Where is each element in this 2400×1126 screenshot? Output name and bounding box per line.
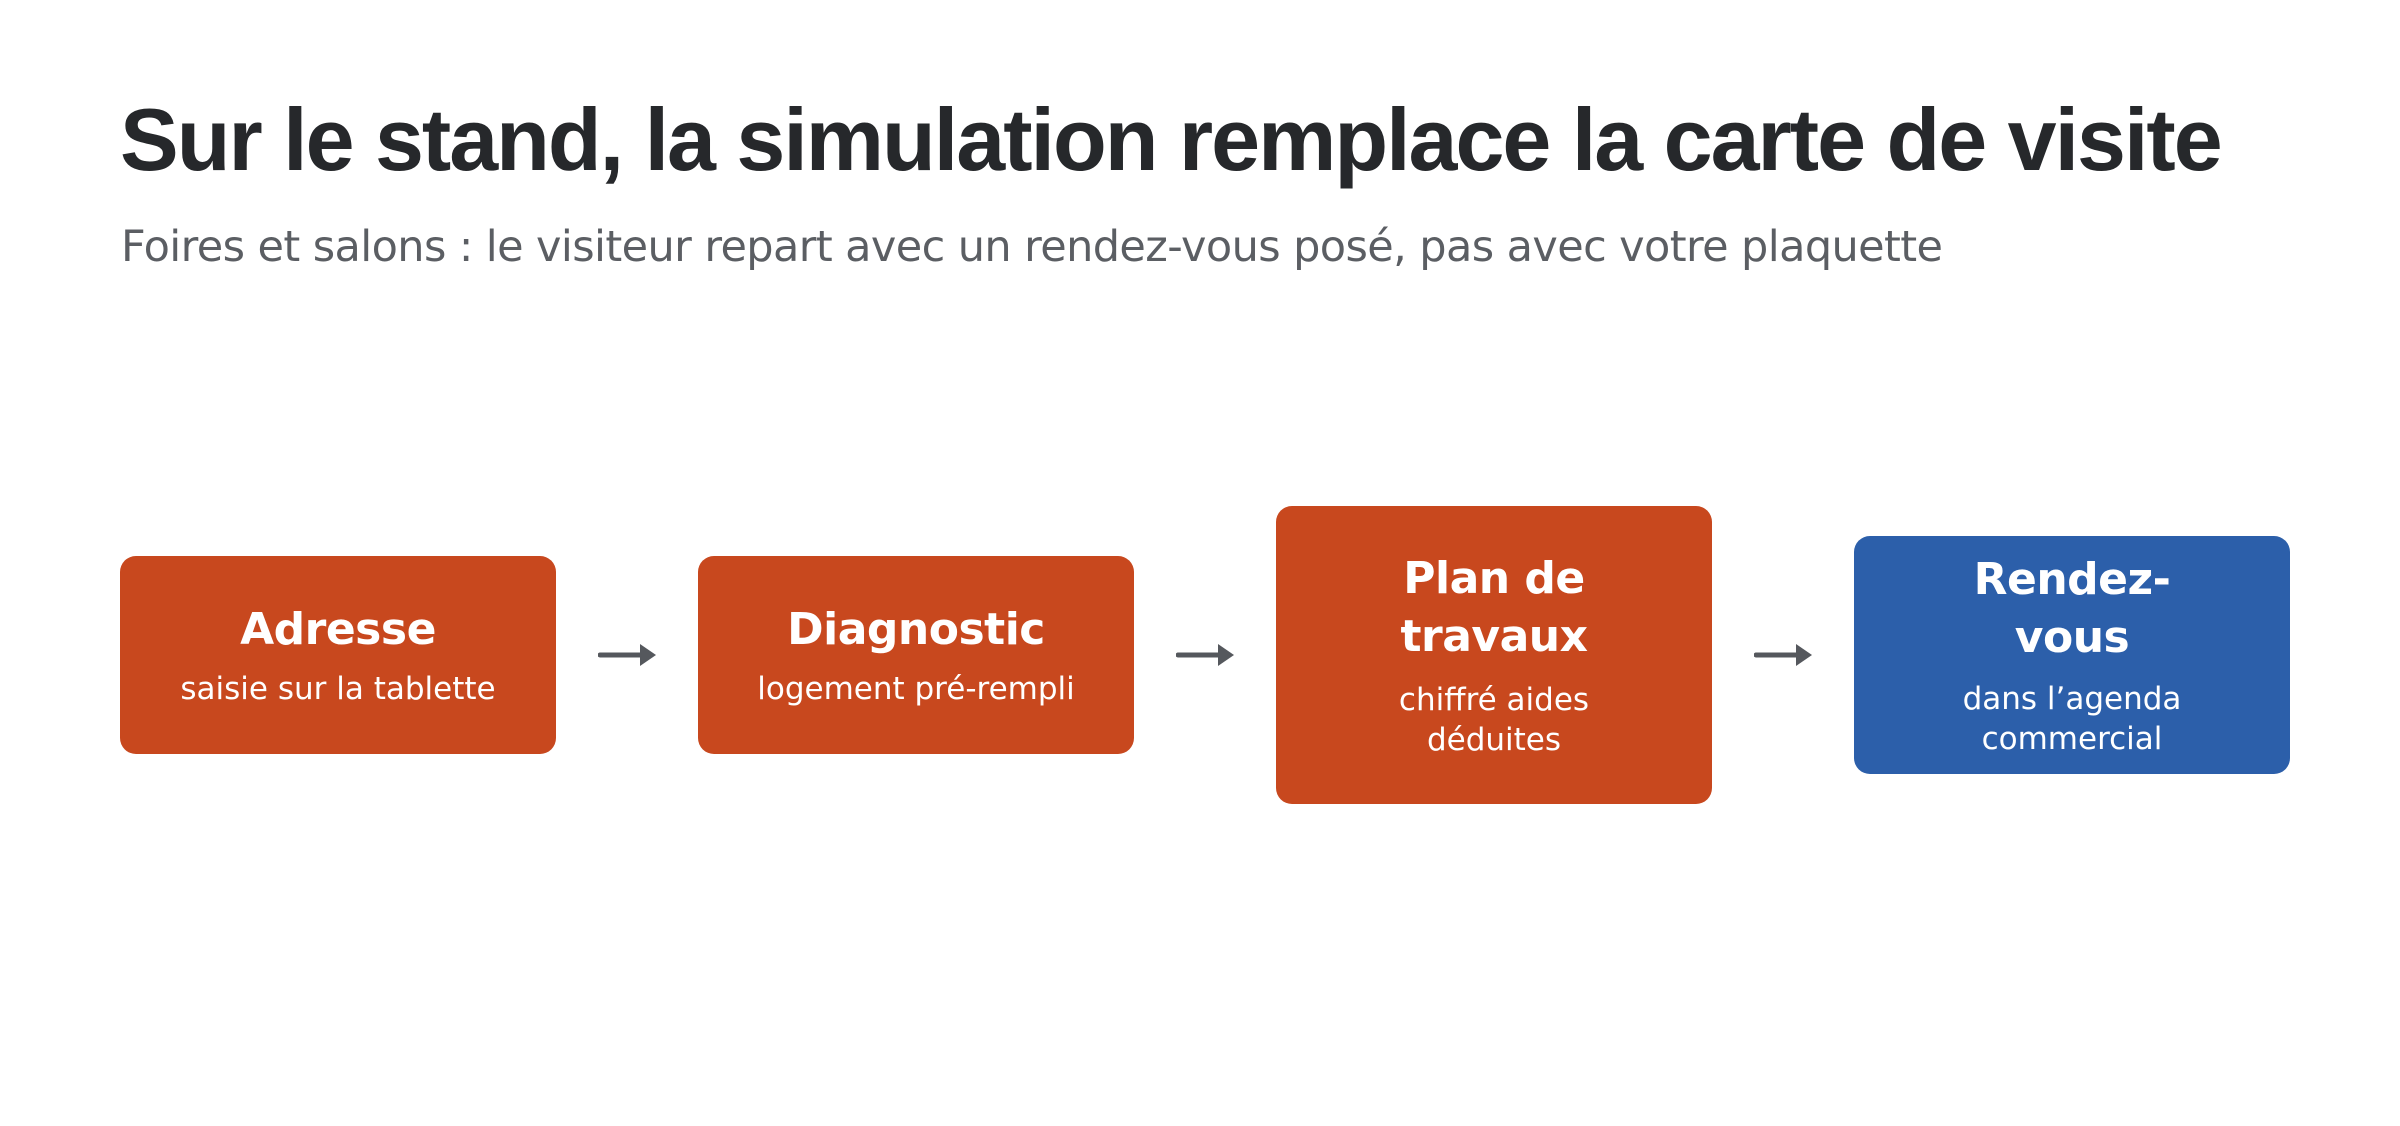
step-title: Diagnostic xyxy=(787,604,1045,655)
step-description: saisie sur la tablette xyxy=(180,671,496,707)
step-rendez-vous: Rendez-vous dans l’agenda commercial xyxy=(1854,536,2290,774)
page-subtitle: Foires et salons : le visiteur repart av… xyxy=(121,222,1943,272)
step-adresse: Adresse saisie sur la tablette xyxy=(120,556,556,754)
step-diagnostic: Diagnostic logement pré-rempli xyxy=(698,556,1134,754)
step-plan-de-travaux: Plan de travaux chiffré aides déduites xyxy=(1276,506,1712,804)
step-title: Adresse xyxy=(240,604,436,655)
arrow-right-icon xyxy=(598,644,656,666)
page-title: Sur le stand, la simulation remplace la … xyxy=(120,90,2223,189)
step-description: chiffré aides déduites xyxy=(1398,682,1590,758)
arrow-right-icon xyxy=(1176,644,1234,666)
arrow-right-icon xyxy=(1754,644,1812,666)
step-description: dans l’agenda commercial xyxy=(1962,681,2182,757)
process-flow: Adresse saisie sur la tablette Diagnosti… xyxy=(120,504,2292,804)
step-description: logement pré-rempli xyxy=(757,671,1075,707)
step-title: Plan de travaux xyxy=(1400,553,1588,662)
step-title: Rendez-vous xyxy=(1973,554,2171,663)
